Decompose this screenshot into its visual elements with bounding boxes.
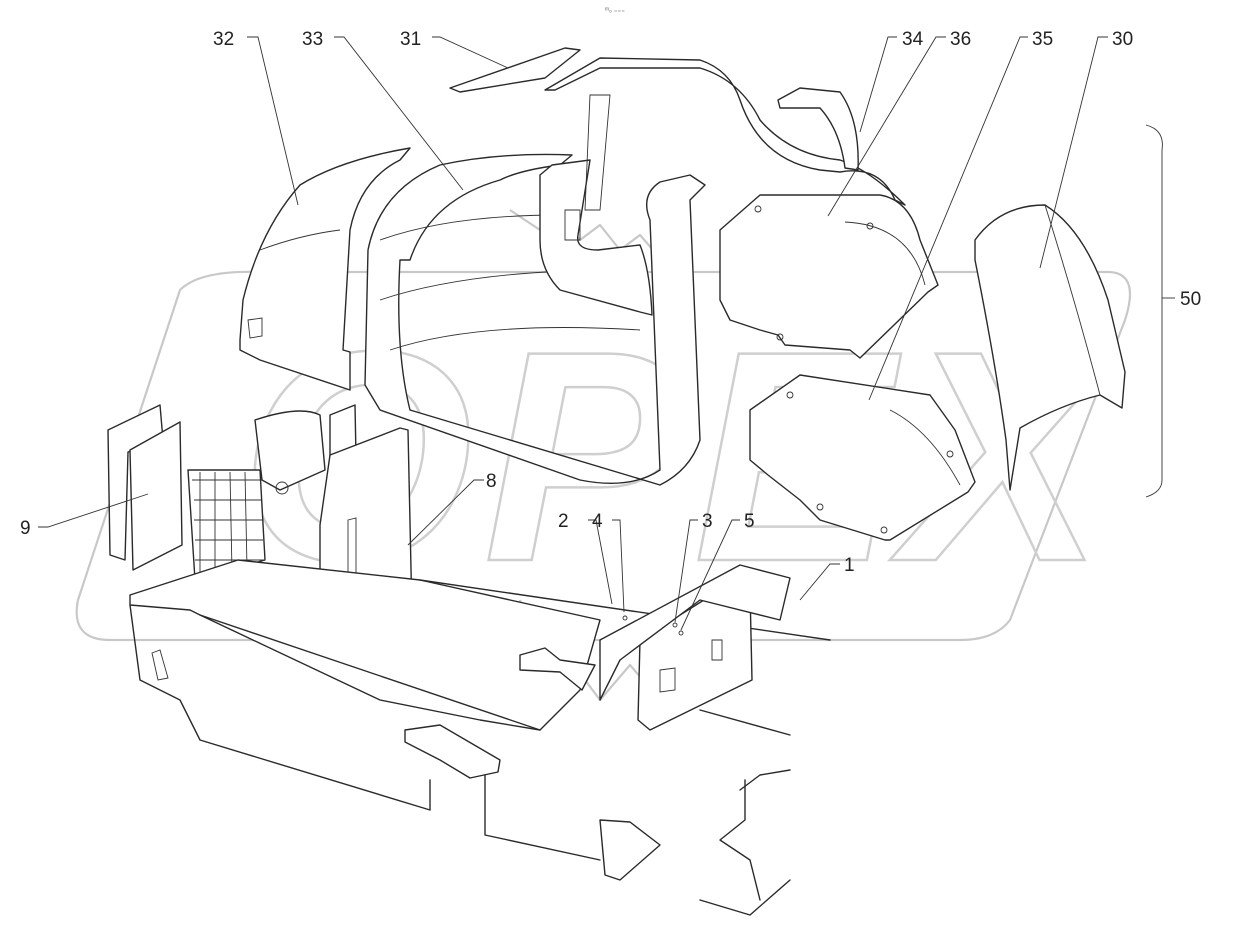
callout-4: 4 — [592, 511, 603, 532]
part-34-small-panel — [777, 87, 859, 171]
part-30-side-cover — [974, 204, 1126, 491]
callout-33: 33 — [302, 29, 323, 50]
part-roof — [544, 57, 906, 211]
part-radiator — [187, 404, 359, 581]
callout-34: 34 — [902, 29, 924, 50]
part-1-control-bracket — [599, 564, 791, 731]
part-32-left-cover — [239, 147, 411, 391]
part-mount-bracket — [404, 724, 661, 881]
callout-30: 30 — [1112, 29, 1133, 50]
callout-2: 2 — [558, 511, 569, 532]
callout-labels: 32 33 31 34 36 35 30 50 9 8 2 4 3 5 1 — [20, 29, 1201, 576]
part-pedal-plate — [519, 647, 596, 691]
callout-32: 32 — [213, 29, 234, 50]
callout-9: 9 — [20, 518, 31, 539]
part-35-shroud — [749, 374, 976, 541]
callout-36: 36 — [950, 29, 971, 50]
part-frame-tub — [129, 559, 831, 916]
part-inner-bracket — [539, 159, 653, 316]
callout-35: 35 — [1032, 29, 1053, 50]
top-mark: ᵐ₀ ₌₌₌ — [605, 7, 625, 14]
callout-3: 3 — [702, 511, 713, 532]
callout-31: 31 — [400, 29, 421, 50]
callout-5: 5 — [744, 511, 755, 532]
callout-1: 1 — [844, 555, 855, 576]
leader-lines — [38, 36, 1175, 631]
callout-8: 8 — [486, 471, 497, 492]
callout-50: 50 — [1180, 289, 1201, 310]
part-31-roof-panel — [449, 47, 581, 93]
part-36-shroud — [719, 194, 939, 359]
part-9-filter-panel — [107, 404, 183, 571]
